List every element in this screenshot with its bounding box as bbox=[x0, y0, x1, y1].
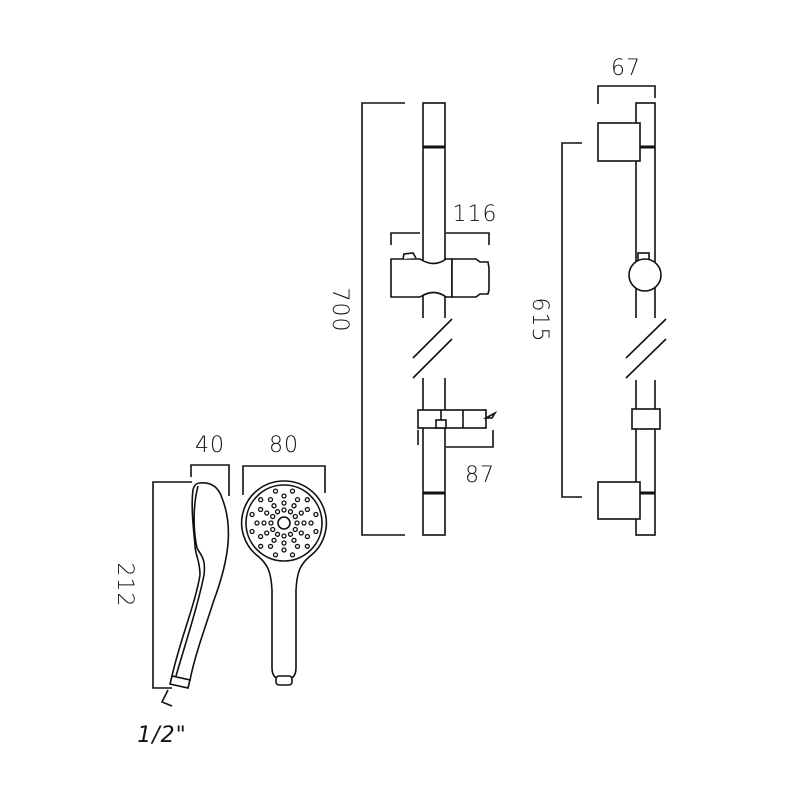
wall-bracket-top bbox=[597, 122, 641, 162]
label-700: 700 bbox=[327, 288, 352, 333]
soap-dish-side bbox=[631, 408, 661, 430]
wall-bracket-bottom bbox=[597, 481, 641, 520]
slider-bracket bbox=[390, 252, 490, 298]
dimension-87: 87 bbox=[417, 430, 495, 488]
dimension-40: 40 bbox=[190, 433, 230, 496]
break-mark bbox=[412, 318, 453, 379]
break-mark-side bbox=[625, 318, 667, 380]
label-80: 80 bbox=[269, 433, 299, 458]
dimension-67: 67 bbox=[597, 56, 656, 104]
label-615: 615 bbox=[527, 298, 552, 343]
dimension-615: 615 bbox=[527, 142, 582, 498]
label-40: 40 bbox=[195, 433, 225, 458]
dimension-80: 80 bbox=[242, 433, 326, 495]
soap-dish bbox=[417, 409, 498, 429]
label-116: 116 bbox=[453, 202, 498, 227]
handset-front-view: 80 bbox=[240, 433, 328, 686]
label-87: 87 bbox=[465, 463, 495, 488]
handset-side-view: 212 40 1/2" bbox=[112, 433, 230, 748]
dimension-700: 700 bbox=[327, 102, 405, 536]
dimension-116: 116 bbox=[390, 202, 498, 245]
dimension-212: 212 bbox=[112, 481, 192, 689]
spray-nozzles bbox=[249, 488, 319, 558]
label-67: 67 bbox=[611, 56, 641, 81]
label-212: 212 bbox=[112, 563, 137, 608]
rail-front-view: 700 116 bbox=[327, 102, 498, 536]
rail-side-view: 67 615 bbox=[527, 56, 667, 536]
slider-side bbox=[628, 252, 662, 292]
label-thread: 1/2" bbox=[137, 723, 187, 748]
